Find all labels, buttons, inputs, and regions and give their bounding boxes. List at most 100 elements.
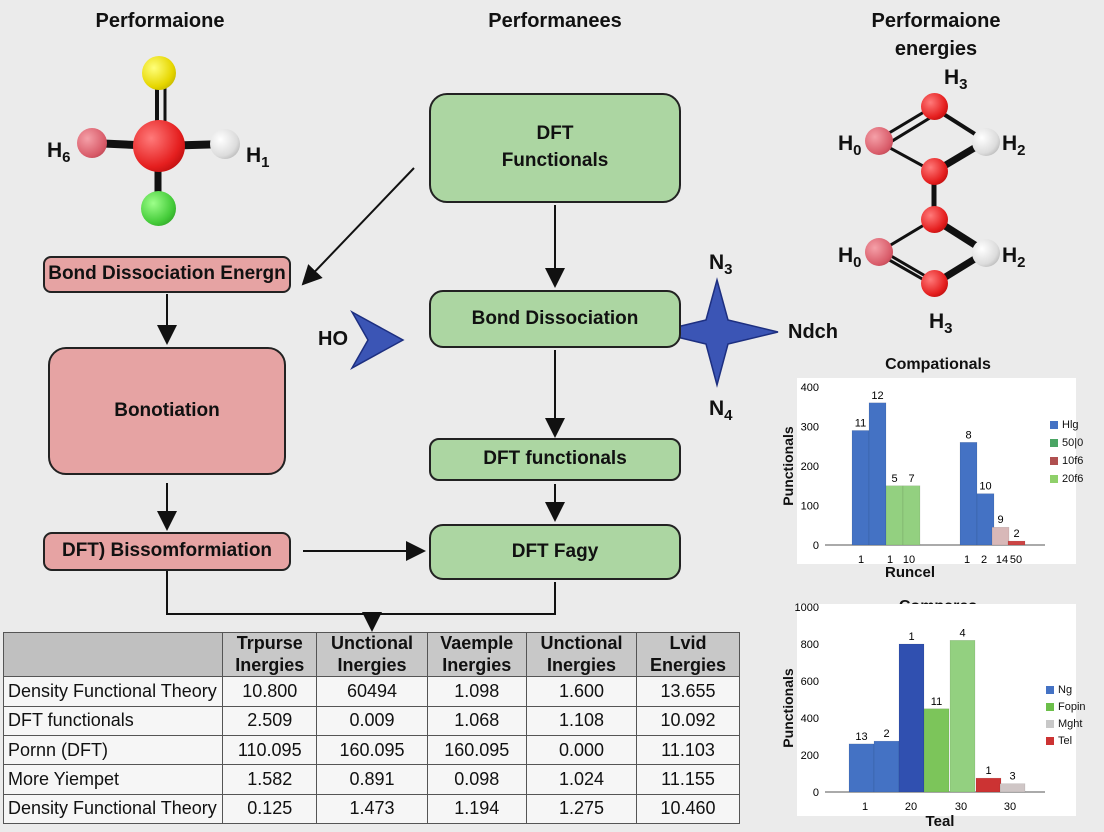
table-cell: 1.473 bbox=[316, 793, 428, 825]
y-tick-label: 100 bbox=[801, 501, 819, 513]
atom-red-bottom bbox=[921, 270, 948, 297]
atom-green bbox=[141, 191, 176, 226]
bar bbox=[851, 430, 870, 546]
table-header-corner bbox=[3, 631, 223, 678]
table-cell: 0.125 bbox=[221, 793, 318, 825]
molecule-right-label-bottom: H3 bbox=[929, 310, 953, 338]
table-cell: 0.009 bbox=[316, 705, 428, 736]
flow-arrows bbox=[157, 167, 565, 632]
x-tick-label: 30 bbox=[1004, 801, 1016, 813]
molecule-right-label-upper-left: H0 bbox=[838, 132, 862, 160]
chart1-legend-item: 20f6 bbox=[1050, 473, 1083, 485]
bar bbox=[976, 493, 995, 546]
dft-fagy-box: DFT Fagy bbox=[429, 524, 681, 580]
table-cell: 1.582 bbox=[221, 764, 318, 795]
molecule-right-label-upper-right: H2 bbox=[1002, 132, 1026, 160]
x-tick-label: 1 bbox=[858, 554, 864, 566]
bar-value-label: 2 bbox=[883, 728, 889, 740]
table-cell: 1.108 bbox=[525, 705, 638, 736]
table-cell: 1.600 bbox=[525, 676, 638, 707]
table-cell: 1.068 bbox=[426, 705, 527, 736]
star-label-top: N3 bbox=[709, 251, 733, 279]
table-cell: 0.891 bbox=[316, 764, 428, 795]
x-tick-label: 50 bbox=[1010, 554, 1022, 566]
bar-value-label: 7 bbox=[908, 473, 914, 485]
bar bbox=[868, 402, 887, 546]
bar bbox=[959, 442, 978, 546]
dft-functionals-box: DFT functionals bbox=[429, 438, 681, 481]
bar bbox=[898, 643, 925, 793]
table-row-label: DFT functionals bbox=[3, 705, 223, 736]
bar-value-label: 13 bbox=[855, 731, 867, 743]
table-cell: 60494 bbox=[316, 676, 428, 707]
heading-center: Performanees bbox=[488, 10, 622, 32]
chart1-legend-item: Hlg bbox=[1050, 419, 1079, 431]
dft-functionals-top-line2: Functionals bbox=[501, 150, 609, 171]
bar bbox=[1007, 540, 1026, 546]
table-row: Density Functional Theory 10.800 60494 1… bbox=[3, 676, 740, 707]
y-tick-label: 0 bbox=[813, 540, 819, 552]
table-cell: 11.155 bbox=[636, 764, 740, 795]
bond-dissociation-energy-label: Bond Dissociation Energn bbox=[48, 263, 286, 285]
y-tick-label: 200 bbox=[801, 750, 819, 762]
y-tick-label: 1000 bbox=[795, 602, 819, 614]
bond-dissociation-box: Bond Dissociation bbox=[429, 290, 681, 348]
chart2-legend-item: Ng bbox=[1046, 684, 1072, 696]
dft-bissomformiation-label: DFT) Bissomformiation bbox=[61, 540, 273, 562]
molecule-right-label-top: H3 bbox=[944, 66, 968, 94]
heading-right-line2: energies bbox=[894, 38, 978, 60]
table-row-label: Density Functional Theory bbox=[3, 793, 223, 825]
bar-value-label: 10 bbox=[979, 481, 991, 493]
table-cell: 11.103 bbox=[636, 734, 740, 766]
dft-bissomformiation-box: DFT) Bissomformiation bbox=[43, 532, 291, 571]
y-tick-label: 400 bbox=[801, 382, 819, 394]
x-tick-label: 1 bbox=[887, 554, 893, 566]
bar-value-label: 2 bbox=[1013, 528, 1019, 540]
chart1-xlabel: Runcel bbox=[884, 564, 935, 581]
table-cell: 1.024 bbox=[525, 764, 638, 795]
atom-pink-lower-left bbox=[865, 238, 893, 266]
chart1-ylabel: Punctionals bbox=[780, 426, 796, 506]
bar bbox=[991, 526, 1010, 546]
bar bbox=[848, 743, 875, 793]
atom-white-lower-right bbox=[972, 239, 1000, 267]
bar-value-label: 8 bbox=[965, 429, 971, 441]
table-cell: 1.098 bbox=[426, 676, 527, 707]
ho-label: HO bbox=[318, 328, 348, 350]
bar-value-label: 1 bbox=[908, 631, 914, 643]
molecule-left-label-left: H6 bbox=[47, 139, 71, 167]
x-tick-label: 2 bbox=[981, 554, 987, 566]
atom-pink-left bbox=[77, 128, 107, 158]
x-tick-label: 14 bbox=[996, 554, 1008, 566]
molecule-right-label-lower-left: H0 bbox=[838, 244, 862, 272]
table-row: DFT functionals 2.509 0.009 1.068 1.108 … bbox=[3, 705, 740, 736]
table-cell: 1.275 bbox=[525, 793, 638, 825]
bond-dissociation-energy-box: Bond Dissociation Energn bbox=[43, 256, 291, 293]
atom-pink-upper-left bbox=[865, 127, 893, 155]
table-row-label: More Yiempet bbox=[3, 764, 223, 795]
x-tick-label: 30 bbox=[955, 801, 967, 813]
bar-value-label: 1 bbox=[985, 765, 991, 777]
dft-fagy-label: DFT Fagy bbox=[511, 540, 599, 562]
molecule-right-bonds bbox=[878, 104, 988, 290]
ho-arrow-icon bbox=[350, 310, 405, 370]
table-cell: 10.800 bbox=[221, 676, 318, 707]
bar-value-label: 3 bbox=[1009, 771, 1015, 783]
chart1-legend-item: 10f6 bbox=[1050, 455, 1083, 467]
bar bbox=[873, 740, 900, 793]
atom-yellow bbox=[142, 56, 176, 90]
bar bbox=[923, 708, 950, 793]
atom-white-upper-right bbox=[972, 128, 1000, 156]
bar bbox=[949, 640, 976, 793]
four-point-star-icon bbox=[655, 277, 779, 388]
x-tick-label: 1 bbox=[862, 801, 868, 813]
